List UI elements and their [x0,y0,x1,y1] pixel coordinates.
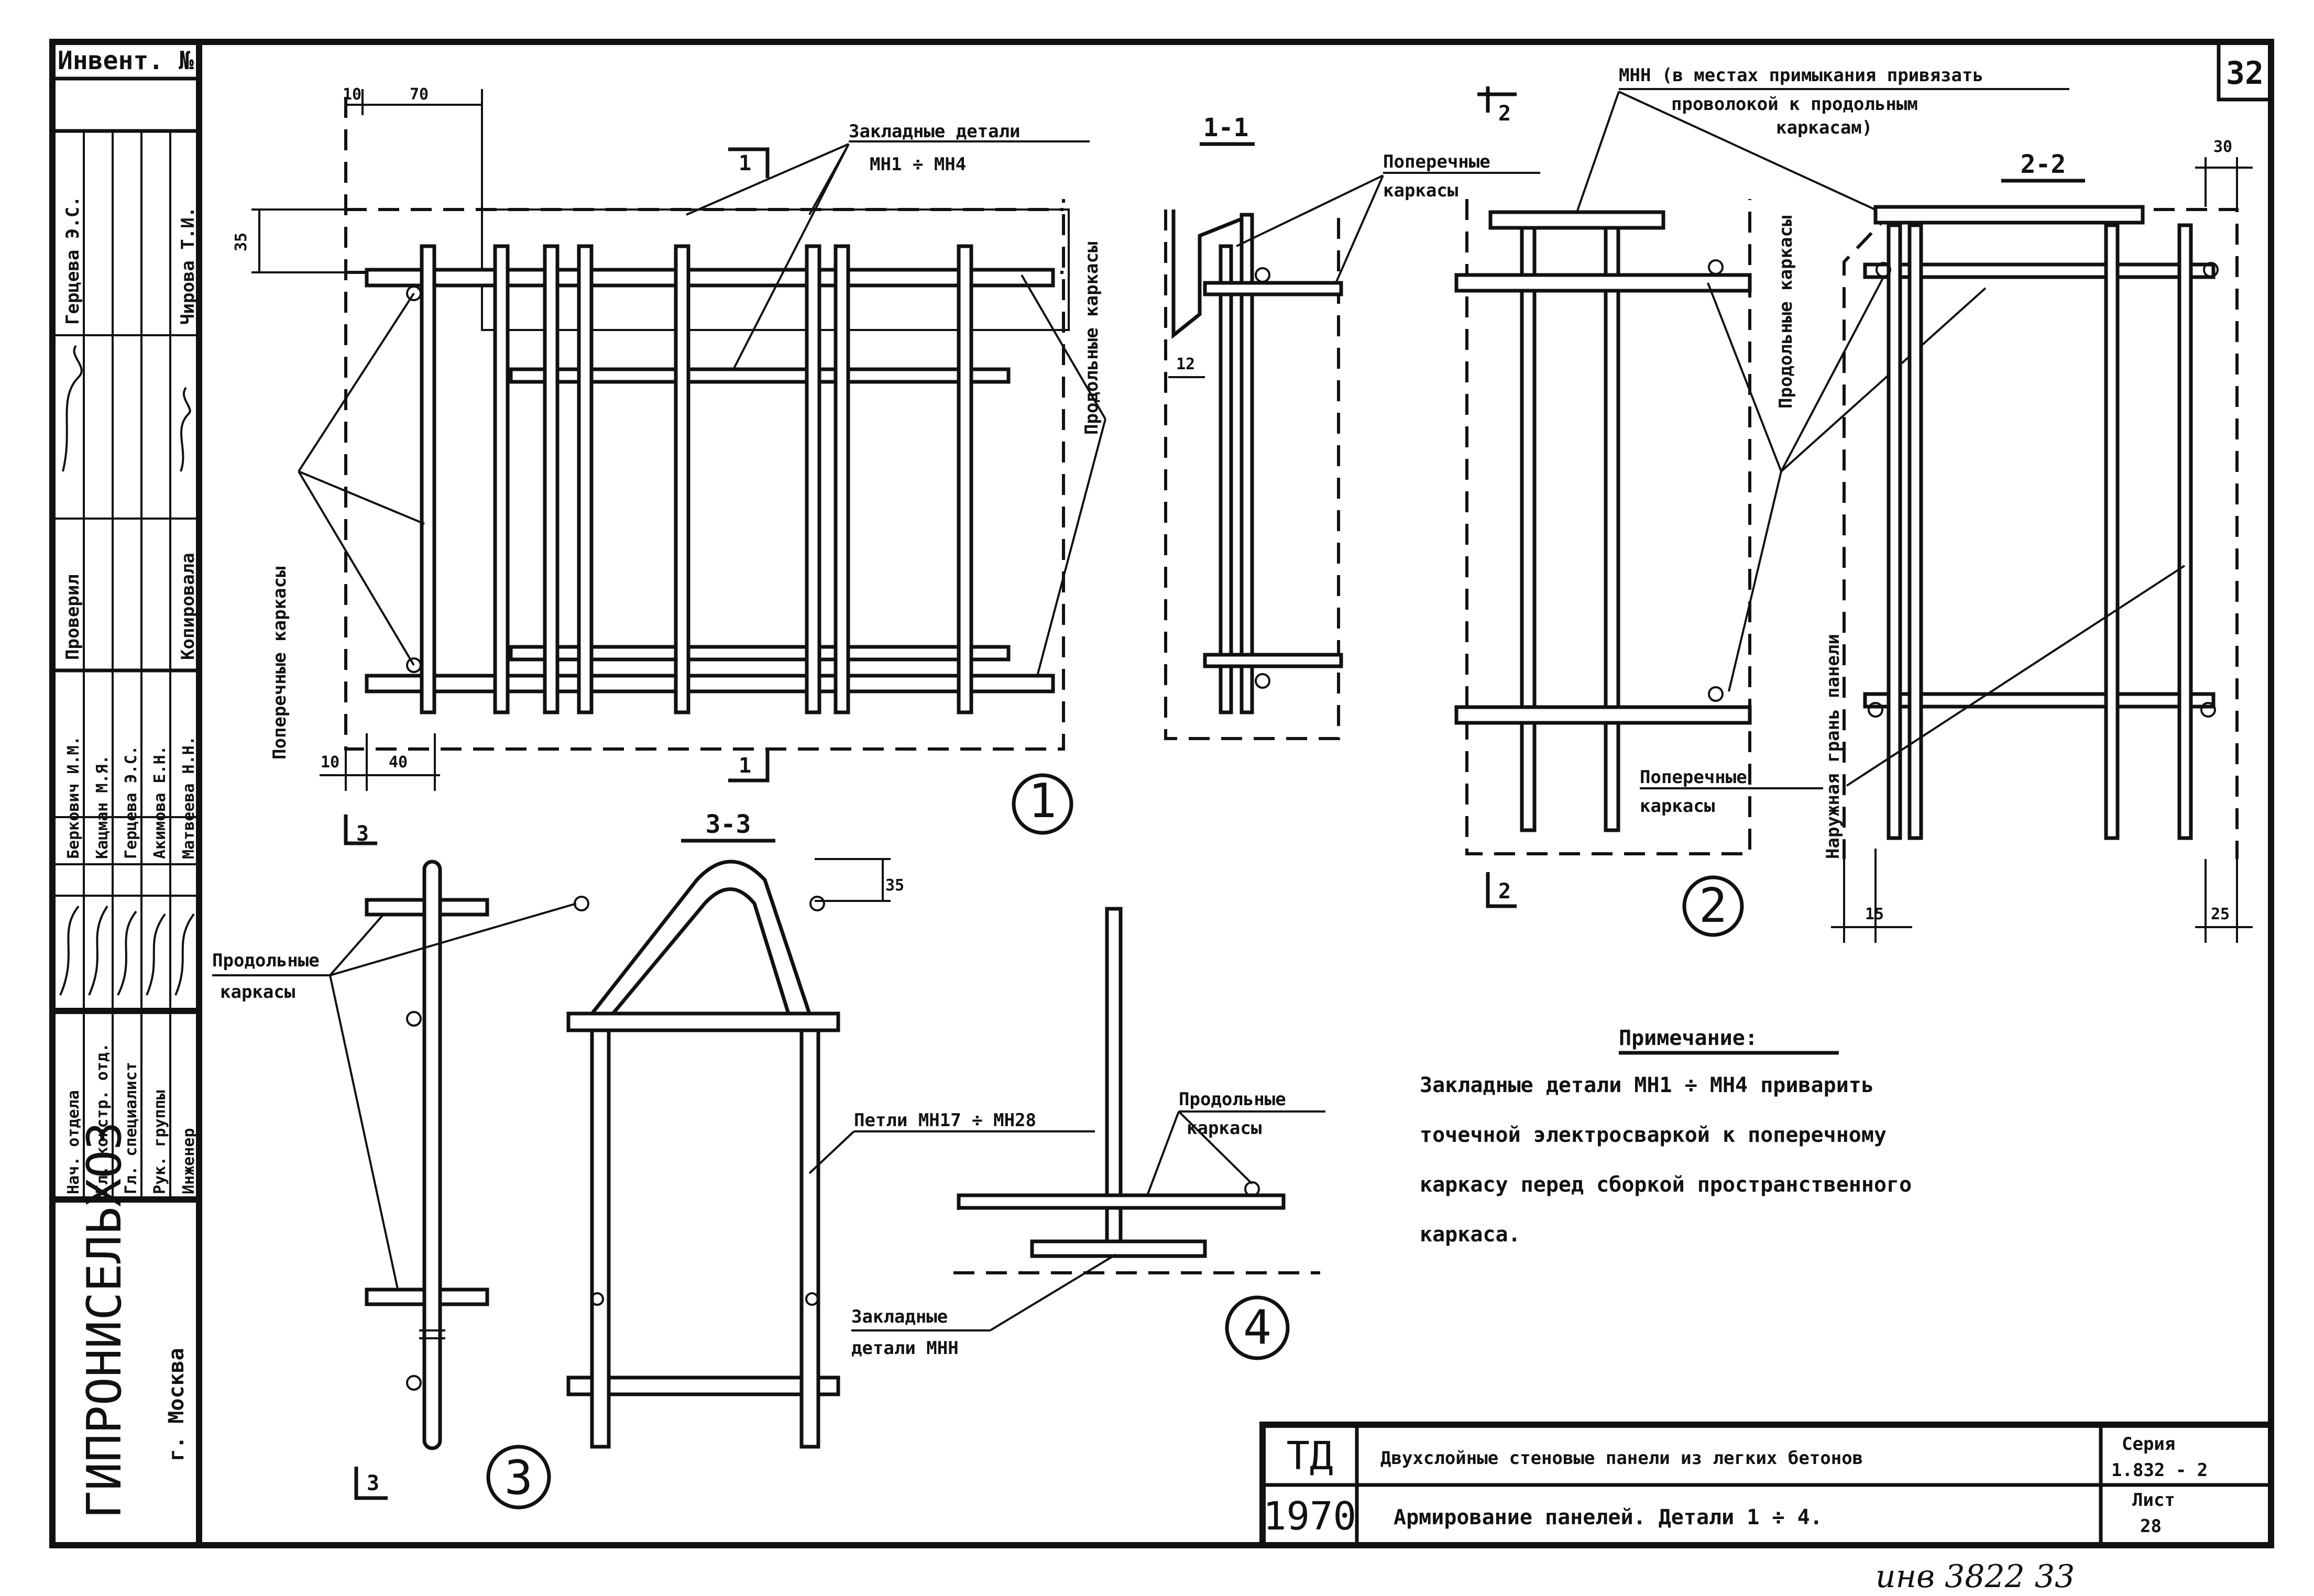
d3-label-line2: каркасы [220,982,295,1003]
d2-note-line3: каркасам) [1776,117,1872,138]
s11-dim-12: 12 [1176,355,1195,373]
note-line-2: точечной электросваркой к поперечному [1420,1123,1887,1147]
city-name: г. Москва [164,1348,189,1461]
signature-staff-1 [59,905,80,996]
s33-loops-label: Петли МН17 ÷ МН28 [854,1110,1036,1131]
d2-note-line1: МНН (в местах примыкания привязать [1619,65,1983,86]
signature-staff-3 [117,910,137,996]
d1-dim-40: 40 [389,753,408,772]
s33-dim-35: 35 [885,876,904,895]
d3-label-line1: Продольные [212,950,320,971]
s33-embedded-line1: Закладные [851,1306,948,1327]
detail-4: Продольные каркасы 4 [953,907,1325,1360]
d2-transverse-line1: Поперечные [1640,767,1747,788]
sheet-corner-number: 32 [2226,55,2264,92]
title-td: ТД [1286,1434,1333,1479]
staff-role-3: Гл. специалист [122,1062,140,1194]
d2-circle-label: 2 [1699,878,1727,933]
series-label: Серия [2122,1434,2175,1455]
signature-staff-2 [88,905,108,996]
section-3-3: 3-3 35 Петли МН17 ÷ МН28 Закладные детал… [566,810,1095,1449]
d2-longitudinal-label: Продольные каркасы [1775,216,1796,409]
staff-role-5: Инженер [180,1128,198,1194]
title-block: ТД 1970 Двухслойные стеновые панели из л… [1259,1422,2274,1548]
d4-label-line1: Продольные [1179,1089,1286,1110]
d1-dim-10-bottom: 10 [321,753,339,772]
d2-note-line2: проволокой к продольным [1671,94,1918,115]
s33-embedded-line2: детали МНН [851,1338,959,1359]
s11-label-line2: каркасы [1383,180,1458,201]
s22-dim-25: 25 [2211,905,2230,923]
section-1-1: 1-1 12 Поперечные каркасы [1164,113,1540,740]
d1-transverse-label: Поперечные каркасы [269,567,290,760]
d1-dim-70: 70 [410,85,429,104]
d3-section-mark-top: 3 [356,822,369,846]
note-block: Примечание: Закладные детали МН1 ÷ МН4 п… [1420,1026,1912,1247]
s22-outer-face-label: Наружная грань панели [1823,634,1844,859]
d3-section-mark-bottom: 3 [367,1471,379,1495]
detail-2: 2 2 МНН (в местах примыкания привязать п… [1454,65,2069,937]
sheet-value: 28 [2140,1516,2162,1537]
organization-name: ГИПРОНИСЕЛЬХОЗ [77,1121,132,1519]
copier-role: Копировала [178,553,199,660]
copier-name: Чирова Т.И. [178,207,199,325]
staff-name-3: Герцева Э.С. [122,745,140,859]
signature-copier [180,387,191,472]
staff-role-4: Рук. группы [151,1090,169,1194]
staff-name-5: Матвеева Н.Н. [180,736,198,859]
d2-section-mark-top: 2 [1498,102,1511,126]
s11-title: 1-1 [1203,113,1249,142]
checker-role: Проверил [62,574,83,660]
note-line-3: каркасу перед сборкой пространственного [1420,1173,1912,1197]
detail-3: 3 3 Продольные каркасы 3 [212,814,589,1510]
d2-section-mark-bottom: 2 [1498,879,1511,904]
left-strip: Инвент. № Герцева Э.С. Чирова Т.И. Прове… [52,46,199,1519]
d2-transverse-line2: каркасы [1640,796,1715,817]
title-year: 1970 [1263,1494,1356,1539]
d4-circle-label: 4 [1243,1300,1271,1355]
title-line-1: Двухслойные стеновые панели из легких бе… [1380,1448,1863,1469]
d1-section-mark-bottom: 1 [739,754,751,778]
signature-staff-4 [146,913,166,996]
checker-name: Герцева Э.С. [62,196,83,325]
d1-section-mark-top: 1 [739,151,751,175]
sheet-label: Лист [2132,1490,2175,1511]
title-line-2: Армирование панелей. Детали 1 ÷ 4. [1394,1505,1823,1529]
d1-circle-label: 1 [1028,774,1057,829]
d1-dim-35: 35 [232,233,250,251]
note-line-4: каркаса. [1420,1223,1521,1247]
staff-role-2: Гл. констр. отд. [93,1043,112,1194]
series-value: 1.832 - 2 [2111,1460,2208,1481]
sheet-frame: 32 [49,39,2274,1548]
d3-circle-label: 3 [505,1450,533,1505]
s11-label-line1: Поперечные [1383,151,1490,172]
staff-name-4: Акимова Е.Н. [151,745,169,859]
s22-dim-15: 15 [1865,905,1884,923]
s22-title: 2-2 [2021,150,2066,179]
d1-embedded-label: Закладные детали [849,121,1021,142]
signature-checker [62,345,83,472]
d1-embedded-range: МН1 ÷ МН4 [870,154,966,175]
staff-name-2: Кацман М.Я. [93,755,112,859]
note-line-1: Закладные детали МН1 ÷ МН4 приварить [1420,1073,1874,1097]
detail-1: 10 70 35 10 40 1 1 Закладные детали МН1 … [232,85,1106,835]
bottom-handwriting: инв 3822 33 [1876,1558,2075,1595]
signature-staff-5 [174,913,195,996]
staff-name-1: Беркович И.М. [64,736,83,859]
d1-dim-10-top: 10 [343,85,361,104]
s22-dim-30: 30 [2213,138,2232,156]
d4-label-line2: каркасы [1187,1118,1262,1139]
section-2-2: 2-2 15 25 30 Наружная грань панели [1823,138,2253,943]
note-heading: Примечание: [1619,1026,1758,1050]
d1-longitudinal-label: Продольные каркасы [1081,242,1102,435]
s33-title: 3-3 [706,810,751,839]
staff-role-1: Нач. отдела [64,1090,83,1194]
inventory-label: Инвент. № [58,46,194,75]
